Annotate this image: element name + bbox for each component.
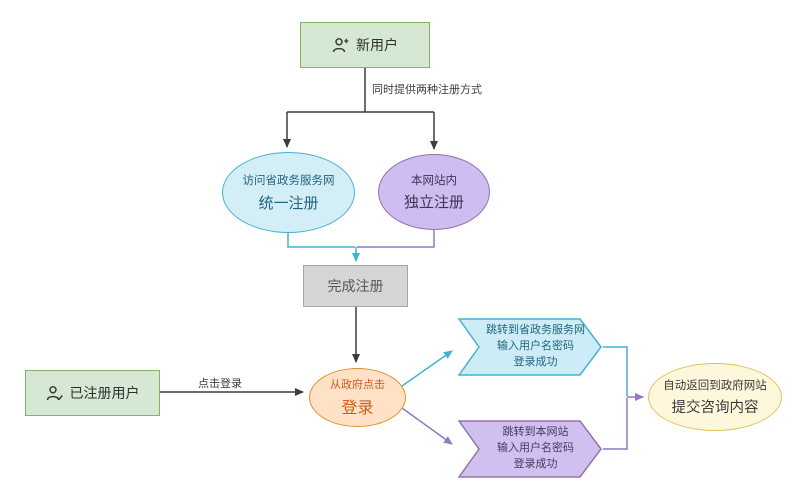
edge-independent-merge <box>357 230 435 248</box>
this-site-login-line2: 输入用户名密码 <box>497 442 574 455</box>
independent-register-line1: 本网站内 <box>411 174 457 187</box>
unified-register-line1: 访问省政务服务网 <box>242 175 335 188</box>
node-new-user: 新用户 <box>300 22 430 68</box>
this-site-login-arrow-shape <box>458 420 602 478</box>
independent-register-line2: 独立注册 <box>403 194 464 212</box>
node-gov-click-login: 从政府点击 登录 <box>309 368 406 427</box>
node-complete-register: 完成注册 <box>303 265 408 307</box>
return-submit-line1: 自动返回到政府网站 <box>663 379 767 392</box>
gov-site-login-line3: 登录成功 <box>513 355 558 368</box>
edge-login-to-site <box>401 407 453 445</box>
node-registered-user: 已注册用户 <box>25 370 160 416</box>
person-add-icon <box>332 37 349 54</box>
edge-gov-merge <box>603 346 628 396</box>
node-return-submit: 自动返回到政府网站 提交咨询内容 <box>648 363 782 431</box>
node-new-user-label: 新用户 <box>356 37 398 53</box>
node-unified-register: 访问省政务服务网 统一注册 <box>222 152 355 233</box>
person-check-icon <box>46 385 63 402</box>
node-this-site-login: 跳转到本网站 输入用户名密码 登录成功 <box>458 420 603 478</box>
this-site-login-line1: 跳转到本网站 <box>502 426 569 439</box>
edge-site-merge <box>603 398 628 450</box>
edge-label-click-login: 点击登录 <box>198 378 242 390</box>
edge-label-register-methods: 同时提供两种注册方式 <box>372 84 482 96</box>
gov-site-login-arrow-shape <box>458 318 602 376</box>
gov-click-login-line1: 从政府点击 <box>330 379 385 392</box>
node-registered-user-label: 已注册用户 <box>69 385 140 401</box>
edge-unified-merge <box>287 233 355 248</box>
edge-newuser-stem <box>287 68 434 113</box>
this-site-login-line3: 登录成功 <box>513 457 558 470</box>
node-independent-register: 本网站内 独立注册 <box>378 154 490 230</box>
node-gov-site-login: 跳转到省政务服务网 输入用户名密码 登录成功 <box>458 318 603 376</box>
return-submit-line2: 提交咨询内容 <box>671 400 759 417</box>
complete-register-label: 完成注册 <box>327 278 384 294</box>
gov-site-login-line2: 输入用户名密码 <box>497 340 574 353</box>
gov-site-login-line1: 跳转到省政务服务网 <box>486 324 585 337</box>
edge-login-to-gov <box>401 350 453 387</box>
gov-click-login-line2: 登录 <box>341 399 374 417</box>
unified-register-line2: 统一注册 <box>258 194 319 212</box>
